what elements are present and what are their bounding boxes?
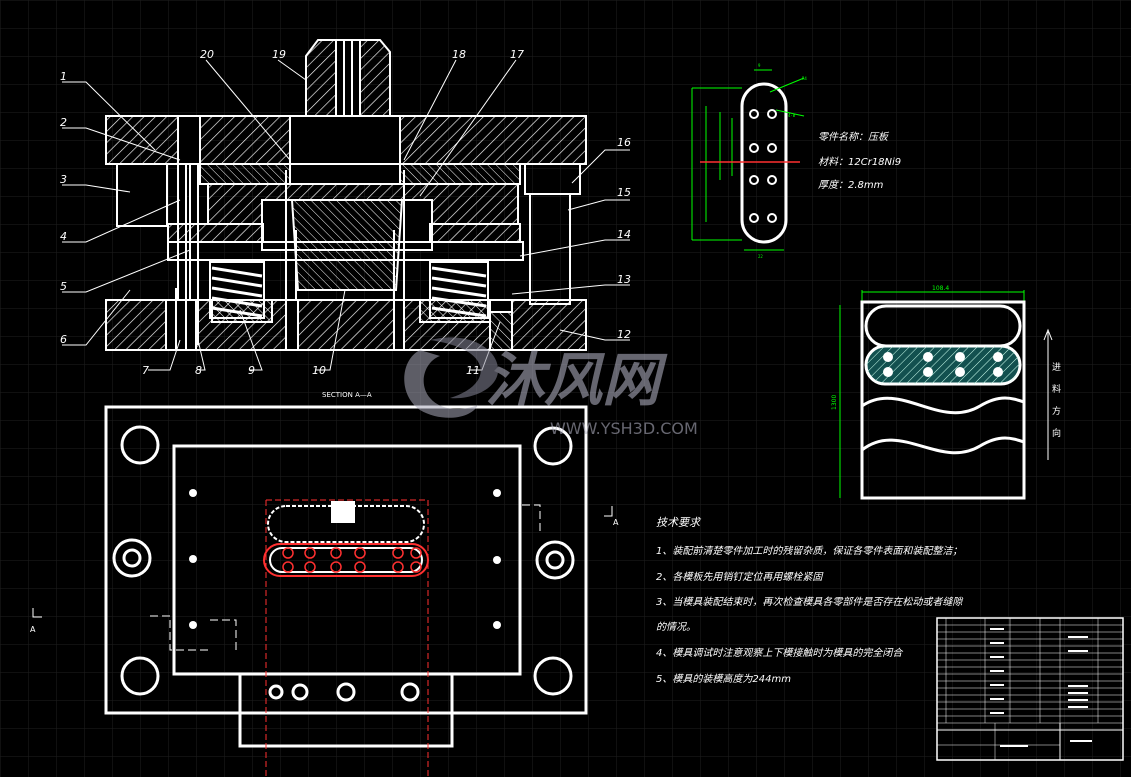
feed-char-4: 向: [1052, 427, 1061, 439]
svg-text:4-Ø: 4-Ø: [788, 113, 796, 118]
left-spacer: [116, 163, 168, 227]
section-markers: [32, 506, 613, 618]
thickness-value: 2.8mm: [848, 180, 884, 191]
plan-strip: [263, 501, 429, 577]
material-label: 材料：: [818, 156, 848, 168]
section-title: SECTION A—A: [322, 391, 372, 399]
svg-text:厚度：2.8mm: 厚度：2.8mm: [818, 179, 884, 191]
watermark-url: WWW.YSH3D.COM: [550, 419, 698, 438]
tech-title: 技术要求: [656, 516, 702, 529]
tech-item-3: 3、当模具装配结束时，再次检查模具各零部件是否存在松动或者缝隙: [656, 596, 963, 608]
callout-16: 16: [617, 136, 631, 149]
feed-support: [238, 672, 454, 748]
callout-7: 7: [142, 364, 149, 377]
callout-20: 20: [200, 48, 214, 61]
section-mark-left: A: [30, 625, 36, 634]
part-name-label: 零件名称：: [818, 131, 868, 143]
technical-requirements: 技术要求 1、装配前清楚零件加工时的残留杂质，保证各零件表面和装配整洁； 2、各…: [656, 516, 963, 685]
lower-die-outline: [104, 405, 588, 715]
callout-2: 2: [60, 116, 67, 129]
strip-layout: 108.4 1300: [831, 285, 1053, 500]
title-block: [936, 617, 1124, 761]
part-name-value: 压板: [868, 131, 890, 143]
callout-15: 15: [617, 186, 631, 199]
callout-labels: 1 2 3 4 5 6 7 8 9 10 11 20 19 18 17 16 1…: [60, 48, 631, 377]
callout-19: 19: [272, 48, 286, 61]
callout-14: 14: [617, 228, 631, 241]
tech-item-1: 1、装配前清楚零件加工时的残留杂质，保证各零件表面和装配整洁；: [656, 545, 962, 557]
plan-punch-holes: [282, 547, 422, 573]
callout-12: 12: [617, 328, 631, 341]
feed-char-1: 进: [1052, 362, 1061, 373]
strip-width-dim: 108.4: [932, 285, 949, 292]
plan-holes: [189, 489, 501, 629]
section-mark-right: A: [613, 518, 619, 527]
callout-4: 4: [60, 230, 67, 243]
watermark: 沐风网 WWW.YSH3D.COM: [404, 337, 698, 438]
tech-item-6: 5、模具的装模高度为244mm: [656, 673, 791, 685]
die-plate-upper: [167, 241, 524, 261]
part-drawing: R4 4-Ø 22 9: [691, 63, 807, 259]
tech-item-4: 的情况。: [656, 621, 696, 633]
callout-18: 18: [452, 48, 466, 61]
callout-13: 13: [617, 273, 631, 286]
callout-17: 17: [510, 48, 524, 61]
svg-text:R4: R4: [802, 76, 807, 81]
watermark-brand: 沐风网: [486, 346, 668, 414]
callout-9: 9: [248, 364, 255, 377]
plan-view: [104, 405, 588, 748]
svg-text:零件名称：压板: 零件名称：压板: [818, 131, 890, 143]
tech-item-2: 2、各模板先用销钉定位再用螺栓紧固: [656, 571, 824, 583]
section-view: [105, 39, 587, 351]
callout-8: 8: [195, 364, 202, 377]
callout-5: 5: [60, 280, 67, 293]
centerlines: [265, 499, 429, 777]
callout-1: 1: [60, 70, 67, 83]
hidden-lines: [150, 504, 541, 651]
title-block-fill: [990, 628, 1092, 747]
callout-10: 10: [312, 364, 326, 377]
svg-text:材料：12Cr18Ni9: 材料：12Cr18Ni9: [818, 156, 901, 168]
svg-text:9: 9: [758, 63, 761, 68]
tech-item-5: 4、模具调试时注意观察上下模接触时为模具的完全闭合: [656, 647, 903, 659]
part-info: 零件名称：压板 材料：12Cr18Ni9 厚度：2.8mm: [818, 131, 901, 191]
svg-text:22: 22: [758, 254, 763, 259]
punch: [290, 199, 404, 291]
feed-direction-label: 进 料 方 向: [1052, 362, 1061, 439]
callout-3: 3: [60, 173, 67, 186]
feed-char-2: 料: [1052, 383, 1061, 395]
feed-char-3: 方: [1052, 405, 1061, 417]
material-value: 12Cr18Ni9: [848, 157, 901, 168]
callout-6: 6: [60, 333, 67, 346]
strip-height-dim: 1300: [831, 395, 838, 410]
thickness-label: 厚度：: [818, 179, 848, 191]
callout-11: 11: [466, 364, 480, 377]
